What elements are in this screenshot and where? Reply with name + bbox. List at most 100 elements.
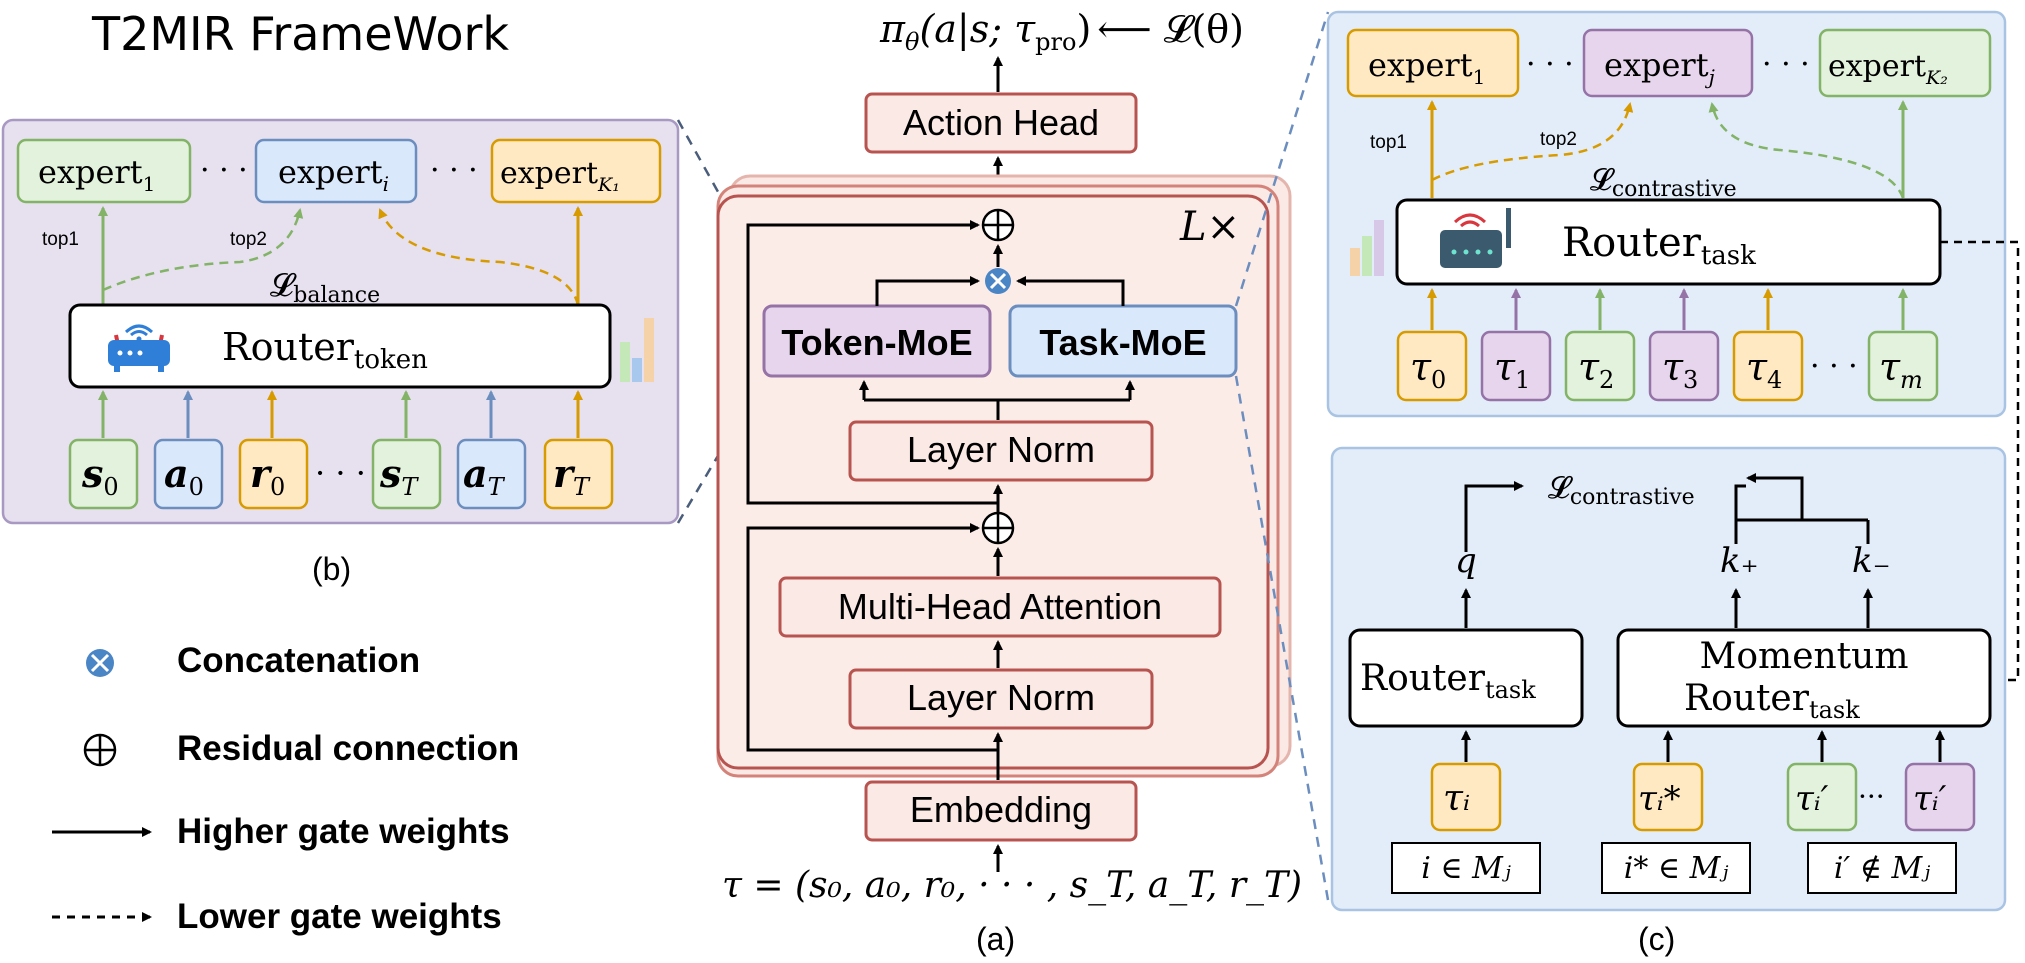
token-moe-box: Token-MoE xyxy=(762,304,992,378)
svg-text:Layer Norm: Layer Norm xyxy=(907,677,1095,718)
svg-text:τᵢ′: τᵢ′ xyxy=(1795,779,1829,819)
mha-box: Multi-Head Attention xyxy=(778,576,1222,638)
svg-text:expertK₁: expertK₁ xyxy=(500,156,620,196)
expert-k2-box: expertK₂ xyxy=(1818,28,1992,98)
token-rT: rT xyxy=(543,438,614,510)
residual-icon xyxy=(83,733,117,767)
ellipsis: · · · xyxy=(430,153,478,188)
residual-plus-mid xyxy=(981,511,1015,545)
svg-text:expert1: expert1 xyxy=(1368,46,1485,89)
action-head-box: Action Head xyxy=(864,92,1138,154)
condition-2: i* ∈ Mⱼ xyxy=(1601,842,1751,894)
svg-text:expert1: expert1 xyxy=(38,153,155,196)
panel-c-bottom: 𝓛contrastive q k₊ k₋ Routertask Momentum… xyxy=(1330,446,2007,912)
svg-text:τ0: τ0 xyxy=(1410,345,1446,394)
policy-output: πθ(a|s; τpro)⟵ 𝓛(θ) xyxy=(879,7,1244,56)
token-r0: r0 xyxy=(238,438,309,510)
svg-text:expertj: expertj xyxy=(1604,46,1715,89)
framework-title: T2MIR FrameWork xyxy=(91,7,509,61)
loss-contrastive-top: 𝓛contrastive xyxy=(1590,163,1737,202)
layer-norm-bottom-box: Layer Norm xyxy=(848,668,1154,730)
tau-0-box: τ0 xyxy=(1396,330,1468,402)
svg-text:expertK₂: expertK₂ xyxy=(1828,49,1948,89)
svg-text:Routertask: Routertask xyxy=(1360,658,1536,704)
svg-text:Token-MoE: Token-MoE xyxy=(781,322,972,363)
residual-plus-top xyxy=(981,208,1015,242)
expert-sub: K₁ xyxy=(597,174,620,196)
top1-label: top1 xyxy=(1370,132,1407,153)
tau-i-box: τᵢ xyxy=(1430,762,1502,832)
task-moe-box: Task-MoE xyxy=(1008,304,1238,378)
momentum-router-box: Momentum Routertask xyxy=(1616,628,1992,728)
svg-text:τᵢ′: τᵢ′ xyxy=(1913,779,1947,819)
ellipsis: ··· xyxy=(1858,780,1885,813)
loss-contrastive-bottom: 𝓛contrastive xyxy=(1548,471,1695,510)
expert-1-box: expert1 xyxy=(16,138,192,204)
expert-label: expert xyxy=(38,153,143,191)
svg-text:τm: τm xyxy=(1879,345,1923,394)
legend-residual: Residual connection xyxy=(177,729,519,768)
svg-text:Routertask: Routertask xyxy=(1562,220,1756,271)
tau-iprime-a-box: τᵢ′ xyxy=(1786,762,1858,832)
caption-c: (c) xyxy=(1638,921,1675,957)
expert-label: expert xyxy=(500,156,598,191)
router-icon xyxy=(108,324,170,372)
expert-i-box: experti xyxy=(254,138,418,204)
svg-text:aT: aT xyxy=(463,451,506,501)
caption-a: (a) xyxy=(976,921,1015,957)
svg-text:τᵢ: τᵢ xyxy=(1443,778,1470,819)
svg-text:Task-MoE: Task-MoE xyxy=(1039,322,1206,363)
condition-1: i ∈ Mⱼ xyxy=(1391,842,1541,894)
legend-concat: Concatenation xyxy=(177,641,420,680)
zoom-connector xyxy=(1234,11,1330,307)
q-label: q xyxy=(1455,541,1477,581)
k-minus-label: k₋ xyxy=(1852,541,1891,581)
expert-1-box: expert1 xyxy=(1346,28,1520,98)
svg-text:r0: r0 xyxy=(250,451,285,501)
expert-sub: i xyxy=(383,172,389,196)
concat-node xyxy=(985,268,1011,294)
concat-icon xyxy=(86,649,114,677)
k-plus-label: k₊ xyxy=(1720,541,1759,581)
panel-a: πθ(a|s; τpro)⟵ 𝓛(θ) Action Head L× Tok xyxy=(716,7,1302,957)
legend-higher: Higher gate weights xyxy=(177,812,510,851)
caption-b: (b) xyxy=(312,551,351,587)
tau-2-box: τ2 xyxy=(1564,330,1636,402)
repeat-label: L× xyxy=(1179,204,1240,250)
tau-1-box: τ1 xyxy=(1480,330,1552,402)
svg-text:Routertoken: Routertoken xyxy=(222,325,428,375)
router-task-top: Routertask xyxy=(1395,198,1942,286)
svg-text:τ1: τ1 xyxy=(1494,345,1530,394)
svg-text:Routertask: Routertask xyxy=(1684,678,1860,724)
router-icon xyxy=(1440,208,1511,268)
svg-text:τᵢ*: τᵢ* xyxy=(1638,779,1681,819)
expert-k1-box: expertK₁ xyxy=(490,138,662,204)
momentum-update-link xyxy=(1940,240,2020,682)
token-sT: sT xyxy=(371,438,442,510)
embedding-box: Embedding xyxy=(864,780,1138,842)
tau-3-box: τ3 xyxy=(1648,330,1720,402)
svg-text:i′ ∉ Mⱼ: i′ ∉ Mⱼ xyxy=(1834,851,1930,886)
legend: Concatenation Residual connection Higher… xyxy=(52,641,519,936)
layer-norm-top-box: Layer Norm xyxy=(848,420,1154,482)
svg-text:τ4: τ4 xyxy=(1746,345,1782,394)
svg-text:τ2: τ2 xyxy=(1578,345,1614,394)
legend-lower: Lower gate weights xyxy=(177,897,502,936)
svg-text:rT: rT xyxy=(553,451,591,501)
svg-text:i ∈ Mⱼ: i ∈ Mⱼ xyxy=(1421,851,1511,886)
token-a0: a0 xyxy=(153,438,224,510)
tau-istar-box: τᵢ* xyxy=(1632,762,1704,832)
svg-text:a0: a0 xyxy=(164,451,204,501)
svg-text:Action Head: Action Head xyxy=(903,102,1099,143)
ellipsis: · · · xyxy=(1762,47,1810,82)
input-sequence: τ = (s₀, a₀, r₀, · · · , s_T, a_T, r_T) xyxy=(722,865,1302,906)
router-task-query: Routertask xyxy=(1348,628,1584,728)
router-token: Routertoken xyxy=(68,303,612,389)
svg-text:sT: sT xyxy=(379,451,419,501)
tau-4-box: τ4 xyxy=(1732,330,1804,402)
ellipsis: · · · xyxy=(1526,47,1574,82)
svg-text:i* ∈ Mⱼ: i* ∈ Mⱼ xyxy=(1624,851,1729,886)
ellipsis: · · · xyxy=(1810,349,1858,384)
tau-iprime-b-box: τᵢ′ xyxy=(1904,762,1976,832)
